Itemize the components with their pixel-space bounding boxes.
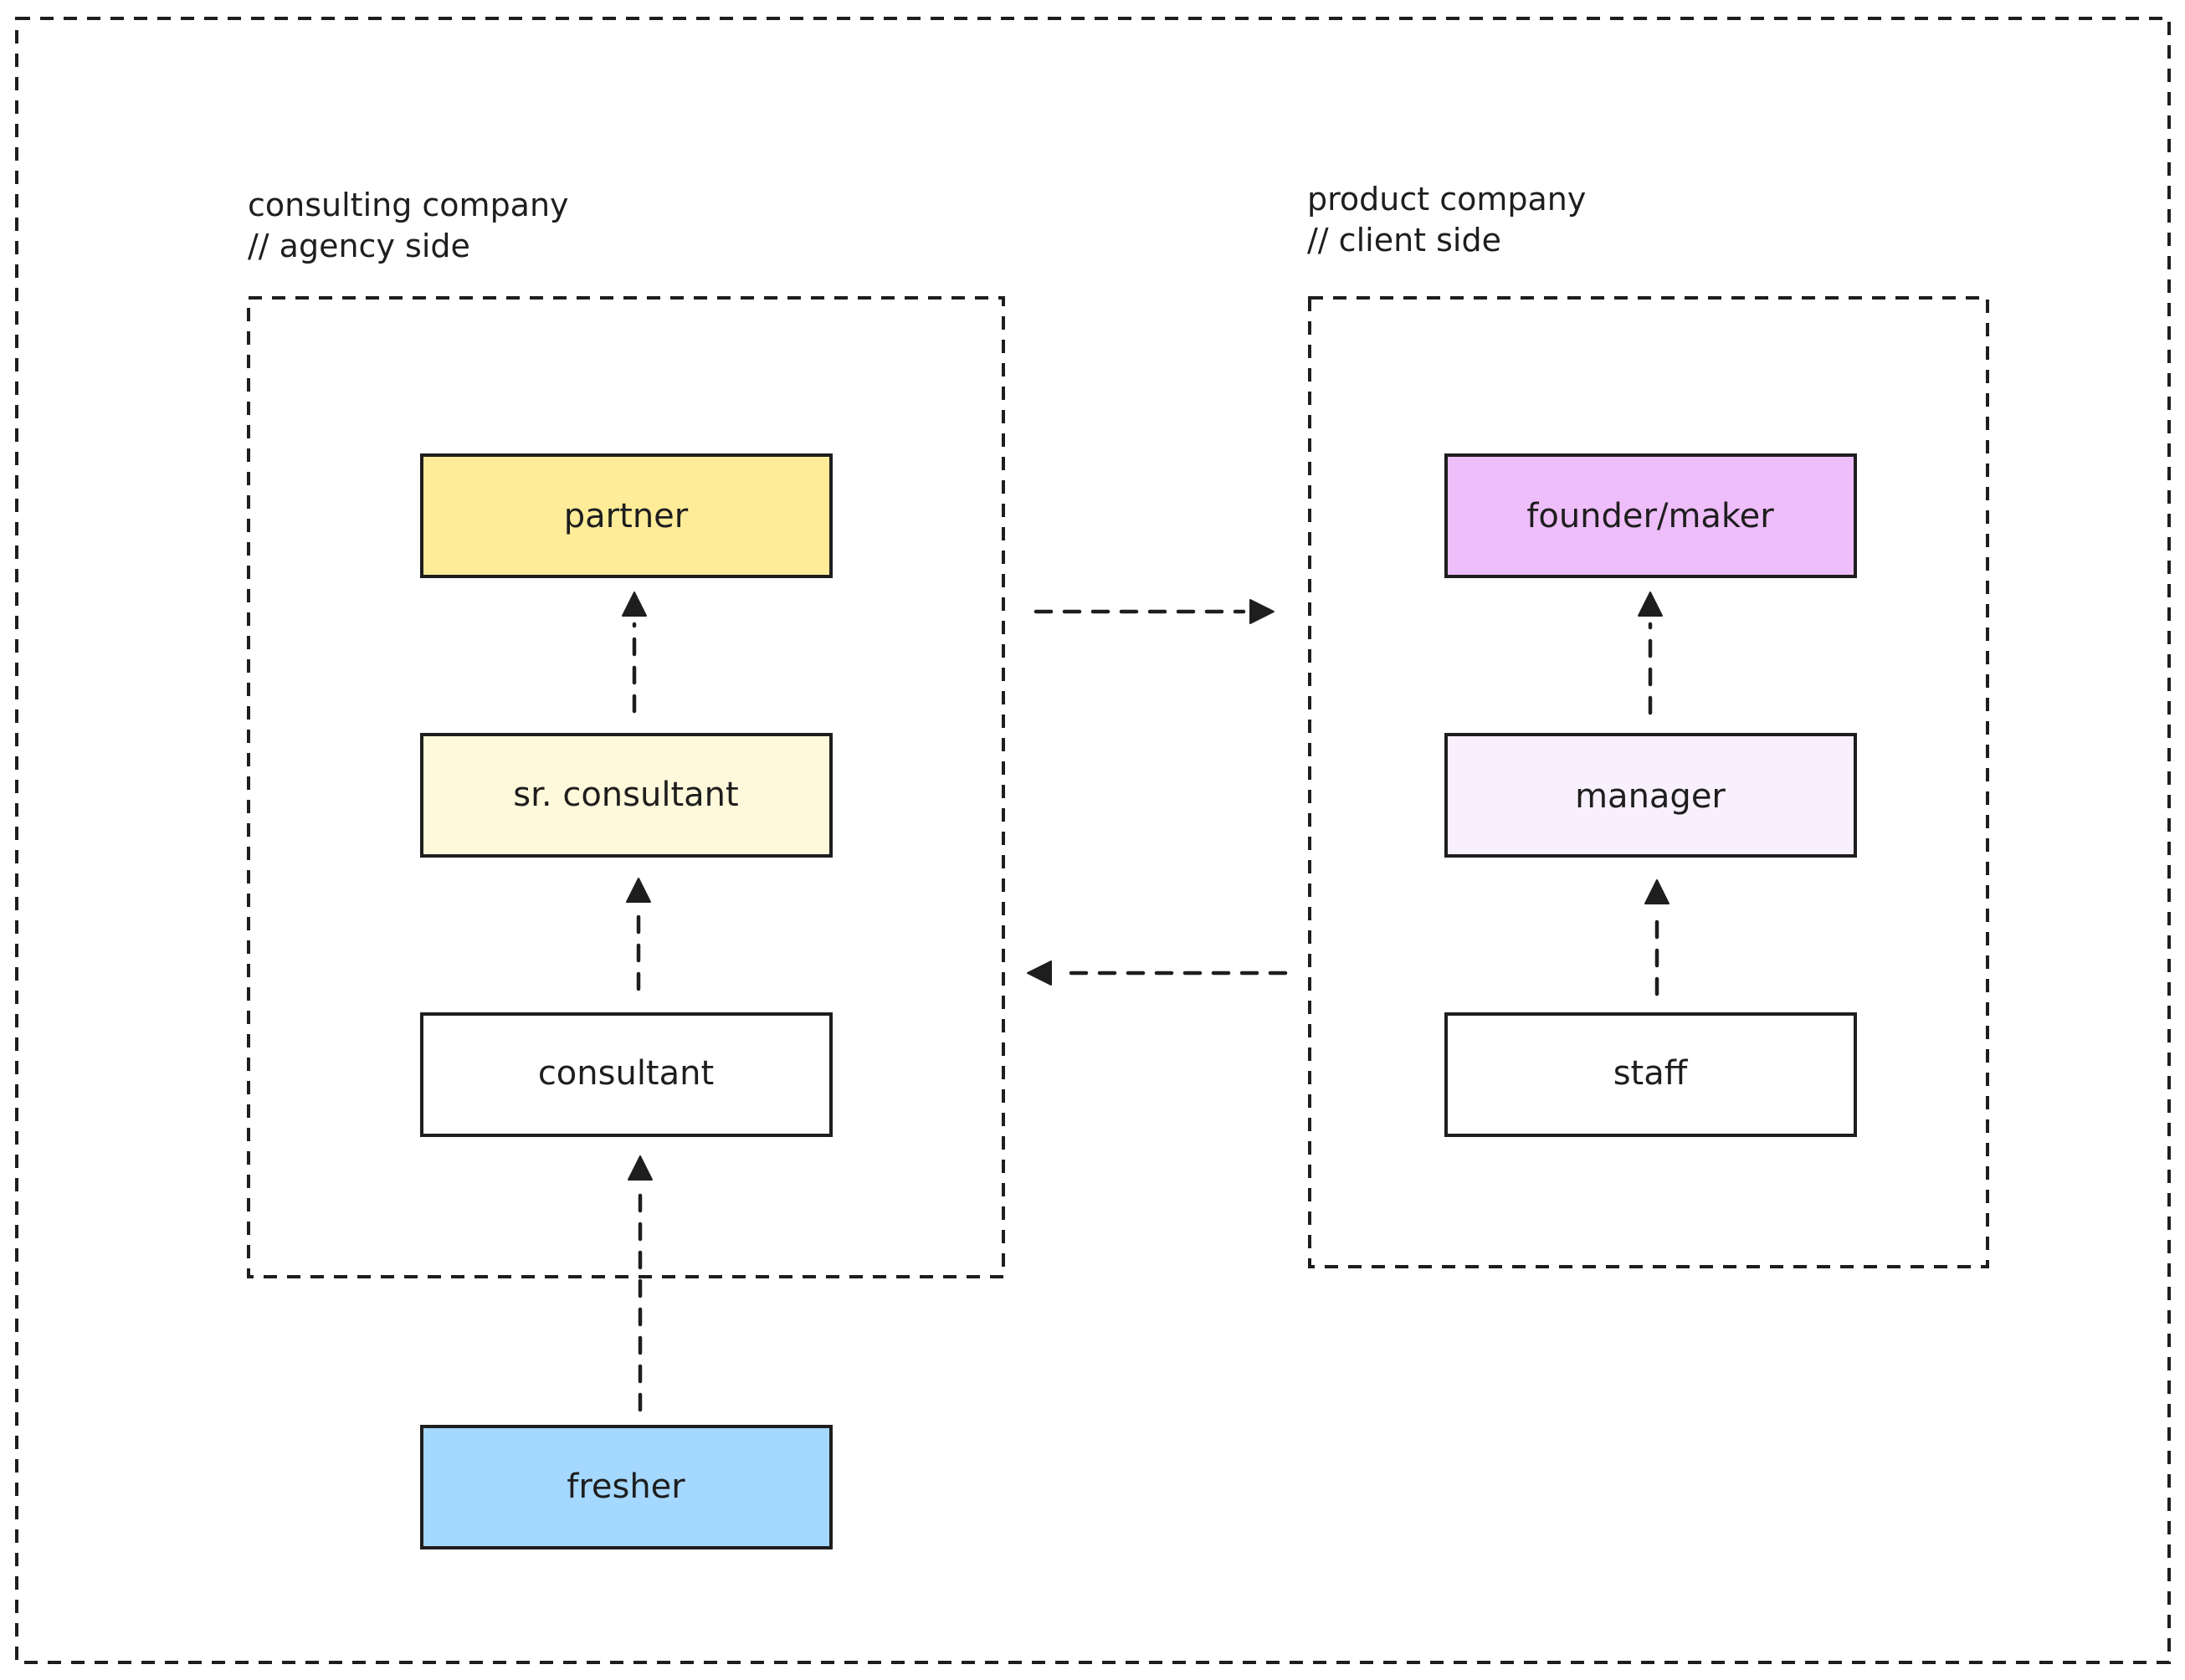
node-staff-box bbox=[1444, 1012, 1857, 1137]
arrow-head-icon bbox=[622, 592, 647, 617]
node-consultant[interactable]: consultant bbox=[420, 1012, 833, 1137]
arrow-head-icon bbox=[1644, 879, 1670, 904]
edge-sr-consultant-to-partner bbox=[622, 592, 647, 714]
edge-manager-to-founder-maker bbox=[1638, 592, 1663, 715]
edge-fresher-to-consultant bbox=[628, 1155, 653, 1412]
edge-staff-to-manager bbox=[1644, 879, 1670, 996]
consulting-group-frame bbox=[247, 296, 1005, 1278]
product-group-subtitle: // client side bbox=[1307, 222, 1501, 259]
consulting-group-subtitle: // agency side bbox=[248, 228, 470, 264]
product-company-group: product company // client side bbox=[1307, 181, 1989, 1268]
consulting-company-group: consulting company // agency side bbox=[247, 187, 1005, 1278]
edge-consulting-to-product bbox=[1034, 599, 1275, 624]
product-group-frame bbox=[1308, 296, 1989, 1268]
arrow-head-icon bbox=[1638, 592, 1663, 617]
node-manager-box bbox=[1444, 733, 1857, 858]
node-consultant-box bbox=[420, 1012, 833, 1137]
node-founder-maker[interactable]: founder/maker bbox=[1444, 453, 1857, 578]
edge-consultant-to-sr-consultant bbox=[626, 878, 651, 991]
node-partner-box bbox=[420, 453, 833, 578]
node-fresher-label: fresher bbox=[567, 1467, 685, 1506]
node-partner-label: partner bbox=[564, 497, 689, 535]
arrow-head-icon bbox=[628, 1155, 653, 1181]
node-fresher[interactable]: fresher bbox=[420, 1425, 833, 1549]
consulting-group-title: consulting company bbox=[248, 187, 569, 223]
node-sr-consultant-label: sr. consultant bbox=[513, 776, 738, 814]
node-consultant-label: consultant bbox=[538, 1054, 714, 1093]
arrow-head-icon bbox=[626, 878, 651, 903]
product-group-title: product company bbox=[1307, 181, 1586, 218]
node-sr-consultant-box bbox=[420, 733, 833, 858]
arrow-head-icon bbox=[1249, 599, 1275, 624]
node-staff-label: staff bbox=[1613, 1054, 1689, 1093]
node-founder-maker-label: founder/maker bbox=[1526, 497, 1774, 535]
node-sr-consultant[interactable]: sr. consultant bbox=[420, 733, 833, 858]
edge-product-to-consulting bbox=[1027, 960, 1288, 986]
node-founder-maker-box bbox=[1444, 453, 1857, 578]
node-staff[interactable]: staff bbox=[1444, 1012, 1857, 1137]
node-manager[interactable]: manager bbox=[1444, 733, 1857, 858]
node-fresher-box bbox=[420, 1425, 833, 1549]
arrow-head-icon bbox=[1027, 960, 1052, 986]
node-partner[interactable]: partner bbox=[420, 453, 833, 578]
node-manager-label: manager bbox=[1575, 777, 1726, 816]
